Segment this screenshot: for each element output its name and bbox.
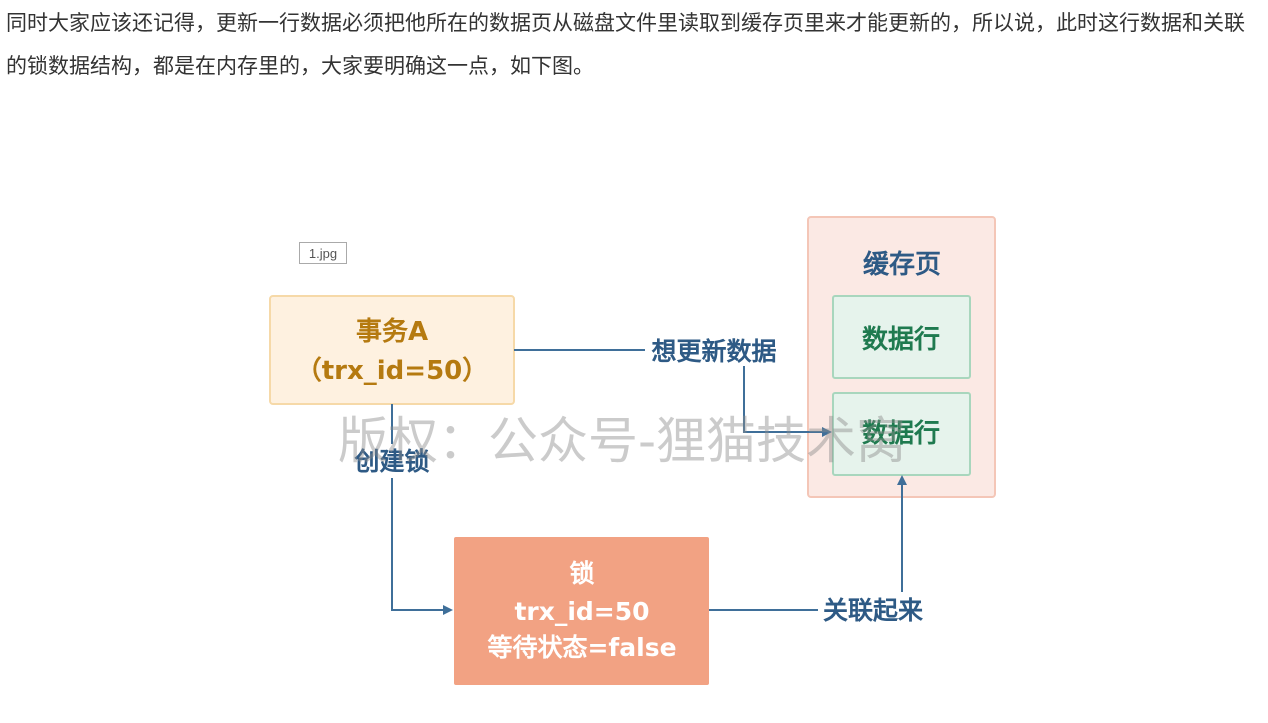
article-paragraph: 同时大家应该还记得，更新一行数据必须把他所在的数据页从磁盘文件里读取到缓存页里来…	[6, 11, 1245, 78]
cache-page-title: 缓存页	[863, 249, 941, 280]
lock-trx-id: trx_id=50	[514, 597, 649, 626]
transaction-id: （trx_id=50）	[296, 356, 489, 386]
lock-wait-state: 等待状态=false	[487, 633, 676, 662]
lock-box	[454, 537, 709, 685]
edge-create-lock	[391, 478, 453, 615]
data-row-1-box	[832, 295, 971, 379]
transaction-name: 事务A	[356, 317, 428, 347]
edge-associate-label: 关联起来	[823, 596, 924, 625]
watermark-text: 版权：公众号-狸猫技术窝	[338, 412, 906, 470]
data-row-1-label: 数据行	[862, 324, 940, 355]
edge-create-lock-label: 创建锁	[353, 447, 429, 476]
data-row-2-label: 数据行	[862, 418, 940, 449]
edge-update-data-label: 想更新数据	[651, 337, 776, 366]
image-alt-label: 1.jpg	[299, 242, 347, 264]
transaction-box	[269, 295, 515, 405]
lock-title: 锁	[569, 559, 594, 588]
edge-update-data-down	[743, 366, 832, 437]
